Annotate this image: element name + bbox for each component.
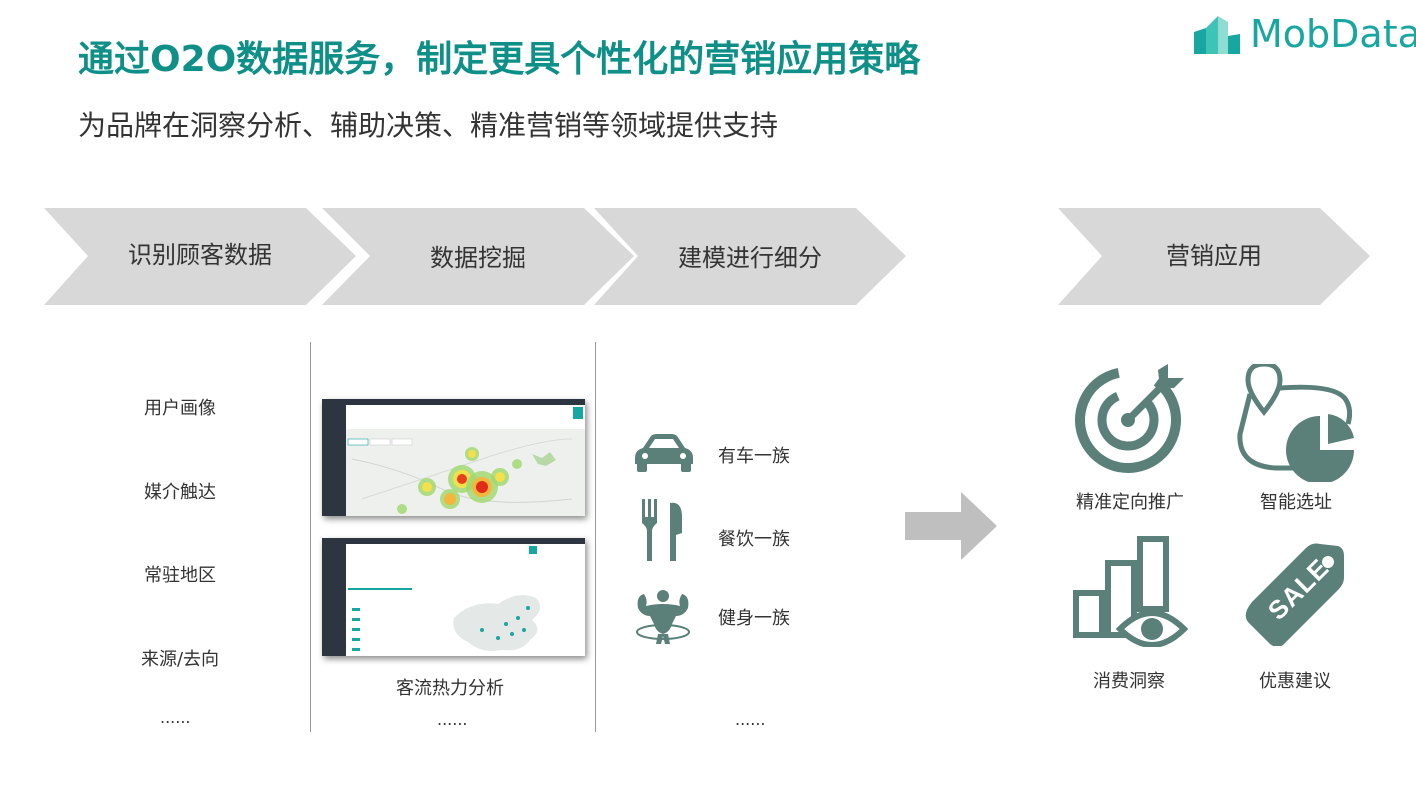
flow-step-identify: 识别顾客数据 <box>44 208 356 305</box>
flow-step-label: 建模进行细分 <box>678 244 822 272</box>
segment-label: 有车一族 <box>718 446 790 467</box>
customer-data-more: ...... <box>160 708 191 727</box>
segment-label: 餐饮一族 <box>718 529 790 550</box>
chevron-shape <box>594 208 906 305</box>
mining-caption: 客流热力分析 <box>396 678 504 699</box>
customer-data-item: 媒介触达 <box>144 482 216 503</box>
logo-building-icon <box>1194 16 1240 54</box>
region-map-dashboard-thumbnail <box>322 538 585 656</box>
logo-text: MobData <box>1250 12 1416 56</box>
flow-step-modeling: 建模进行细分 <box>594 208 906 305</box>
application-label: 优惠建议 <box>1259 671 1331 692</box>
column-divider <box>595 342 596 732</box>
flow-step-mining: 数据挖掘 <box>322 208 634 305</box>
sale-tag-icon: SALE <box>1244 540 1348 647</box>
mobdata-logo: MobData <box>1192 10 1416 60</box>
heatmap-screenshot <box>322 399 585 516</box>
chevron-shape <box>322 208 634 305</box>
chevron-shape <box>1058 208 1370 305</box>
region-map-screenshot <box>322 538 585 656</box>
application-label: 消费洞察 <box>1093 671 1165 692</box>
flow-step-label: 营销应用 <box>1166 242 1262 270</box>
column-divider <box>310 342 311 732</box>
target-icon <box>1075 364 1184 473</box>
fork-knife-icon <box>642 499 682 561</box>
page-title: 通过O2O数据服务，制定更具个性化的营销应用策略 <box>78 39 921 80</box>
car-icon <box>635 434 693 472</box>
flow-step-label: 数据挖掘 <box>430 244 526 272</box>
location-pie-icon <box>1237 364 1354 482</box>
flow-step-label: 识别顾客数据 <box>128 241 272 269</box>
bar-eye-icon <box>1073 536 1188 647</box>
fitness-icon <box>636 590 690 644</box>
customer-data-item: 来源/去向 <box>140 649 220 670</box>
mining-more: ...... <box>437 710 468 729</box>
application-label: 精准定向推广 <box>1076 492 1184 513</box>
customer-data-item: 用户画像 <box>144 398 216 419</box>
chevron-shape <box>44 208 356 305</box>
segment-label: 健身一族 <box>718 608 790 629</box>
segments-more: ...... <box>735 710 766 729</box>
arrow-right-icon <box>905 492 997 560</box>
flow-step-application: 营销应用 <box>1058 208 1370 305</box>
sale-tag-shape <box>1245 543 1344 647</box>
page-subtitle: 为品牌在洞察分析、辅助决策、精准营销等领域提供支持 <box>78 109 779 142</box>
application-label: 智能选址 <box>1260 492 1332 513</box>
customer-data-item: 常驻地区 <box>144 565 216 586</box>
heatmap-dashboard-thumbnail <box>322 399 585 516</box>
